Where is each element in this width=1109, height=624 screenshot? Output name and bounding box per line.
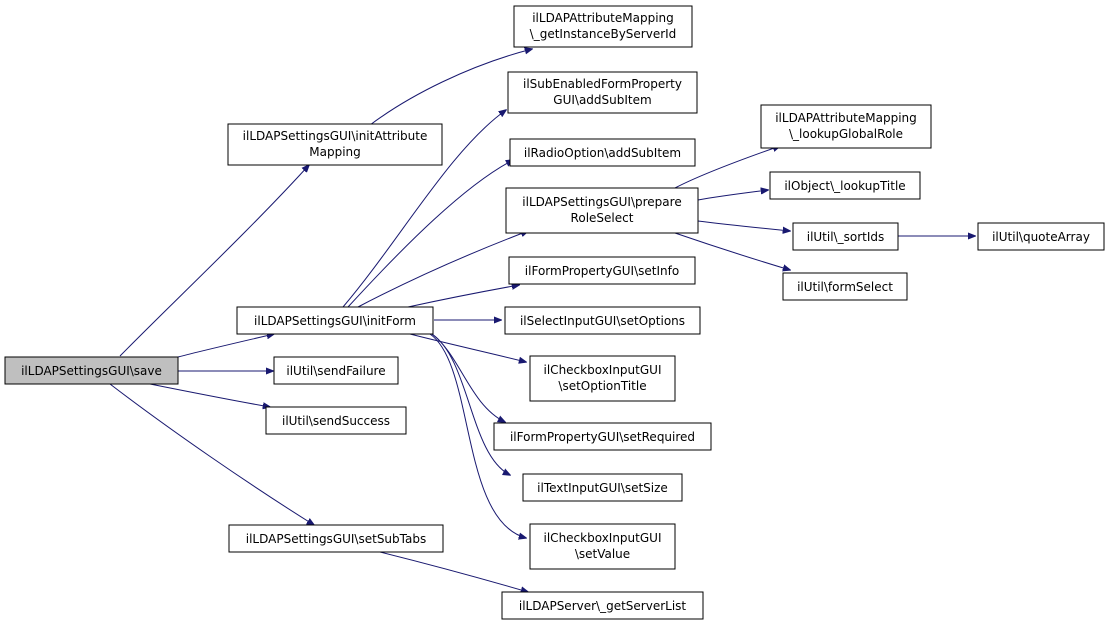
node-send-success-label: ilUtil\sendSuccess: [282, 414, 390, 428]
node-get-instance-by-server-id-label-2: \_getInstanceByServerId: [530, 27, 677, 41]
node-sub-enabled-add-sub-item-label-2: GUI\addSubItem: [553, 93, 651, 107]
edge-init-form-to-set-info: [407, 285, 519, 308]
node-get-server-list-label: ilLDAPServer\_getServerList: [519, 599, 687, 613]
edge-save-to-send-success: [149, 383, 270, 407]
node-init-attribute-mapping[interactable]: ilLDAPSettingsGUI\initAttribute Mapping: [227, 123, 443, 166]
node-prepare-role-select-label-1: ilLDAPSettingsGUI\prepare: [522, 195, 681, 209]
node-init-attribute-mapping-label-1: ilLDAPSettingsGUI\initAttribute: [243, 129, 428, 143]
edge-prepare-role-select-to-form-select: [674, 232, 790, 270]
node-prepare-role-select-label-2: RoleSelect: [571, 211, 634, 225]
node-set-sub-tabs-label: ilLDAPSettingsGUI\setSubTabs: [246, 532, 426, 546]
node-set-sub-tabs[interactable]: ilLDAPSettingsGUI\setSubTabs: [228, 524, 444, 553]
node-sort-ids-label: ilUtil\_sortIds: [807, 230, 885, 244]
node-set-required-label: ilFormPropertyGUI\setRequired: [510, 430, 695, 444]
edge-init-form-to-set-value: [429, 333, 526, 538]
edge-save-to-init-attribute-mapping: [119, 165, 309, 357]
node-radio-option-add-sub-item[interactable]: ilRadioOption\addSubItem: [509, 138, 696, 167]
node-quote-array[interactable]: ilUtil\quoteArray: [977, 222, 1105, 251]
edge-prepare-role-select-to-sort-ids: [697, 220, 790, 231]
node-set-options[interactable]: ilSelectInputGUI\setOptions: [504, 306, 701, 335]
node-get-instance-by-server-id-label-1: ilLDAPAttributeMapping: [532, 11, 674, 25]
node-sub-enabled-add-sub-item[interactable]: ilSubEnabledFormProperty GUI\addSubItem: [507, 71, 698, 114]
node-save-label: ilLDAPSettingsGUI\save: [21, 364, 162, 378]
node-init-form-label: ilLDAPSettingsGUI\initForm: [254, 314, 416, 328]
edge-init-attribute-mapping-to-get-instance: [369, 49, 532, 126]
node-set-option-title[interactable]: ilCheckboxInputGUI \setOptionTitle: [529, 355, 676, 402]
edge-init-form-to-set-size: [431, 333, 510, 475]
edge-set-sub-tabs-to-get-server-list: [379, 551, 528, 592]
node-set-size[interactable]: ilTextInputGUI\setSize: [522, 473, 683, 502]
edge-prepare-role-select-to-lookup-global-role: [674, 146, 780, 189]
node-quote-array-label: ilUtil\quoteArray: [992, 230, 1090, 244]
node-set-option-title-label-2: \setOptionTitle: [558, 379, 646, 393]
node-set-info[interactable]: ilFormPropertyGUI\setInfo: [508, 256, 696, 285]
node-prepare-role-select[interactable]: ilLDAPSettingsGUI\prepare RoleSelect: [505, 187, 699, 234]
node-set-value-label-2: \setValue: [575, 547, 630, 561]
node-get-server-list[interactable]: ilLDAPServer\_getServerList: [501, 591, 704, 620]
node-lookup-title[interactable]: ilObject\_lookupTitle: [769, 171, 921, 200]
edge-save-to-set-sub-tabs: [109, 383, 314, 525]
edge-save-to-init-form: [177, 334, 274, 358]
node-set-size-label: ilTextInputGUI\setSize: [537, 481, 668, 495]
node-get-instance-by-server-id[interactable]: ilLDAPAttributeMapping \_getInstanceBySe…: [513, 5, 693, 48]
node-lookup-global-role-label-1: ilLDAPAttributeMapping: [775, 111, 917, 125]
node-lookup-global-role[interactable]: ilLDAPAttributeMapping \_lookupGlobalRol…: [760, 104, 932, 149]
node-set-info-label: ilFormPropertyGUI\setInfo: [525, 264, 679, 278]
nodes: ilLDAPSettingsGUI\save ilLDAPSettingsGUI…: [4, 5, 1105, 620]
node-lookup-title-label: ilObject\_lookupTitle: [784, 179, 905, 193]
node-save[interactable]: ilLDAPSettingsGUI\save: [4, 356, 179, 385]
node-sort-ids[interactable]: ilUtil\_sortIds: [792, 222, 899, 251]
node-sub-enabled-add-sub-item-label-1: ilSubEnabledFormProperty: [523, 77, 682, 91]
edge-init-form-to-set-required: [431, 333, 505, 422]
node-init-form[interactable]: ilLDAPSettingsGUI\initForm: [236, 306, 434, 335]
edges: [109, 49, 975, 592]
node-set-options-label: ilSelectInputGUI\setOptions: [520, 314, 685, 328]
edge-init-form-to-set-option-title: [409, 333, 526, 362]
node-form-select[interactable]: ilUtil\formSelect: [782, 272, 908, 301]
edge-prepare-role-select-to-lookup-title: [697, 190, 768, 201]
node-send-success[interactable]: ilUtil\sendSuccess: [265, 406, 407, 435]
node-set-required[interactable]: ilFormPropertyGUI\setRequired: [493, 422, 712, 451]
edge-init-form-to-add-sub-item-sef: [342, 110, 506, 308]
node-set-option-title-label-1: ilCheckboxInputGUI: [544, 363, 662, 377]
node-radio-option-add-sub-item-label: ilRadioOption\addSubItem: [524, 146, 681, 160]
node-send-failure[interactable]: ilUtil\sendFailure: [273, 356, 399, 385]
edge-init-form-to-add-sub-item-radio: [347, 160, 513, 308]
node-set-value-label-1: ilCheckboxInputGUI: [544, 531, 662, 545]
node-send-failure-label: ilUtil\sendFailure: [286, 364, 385, 378]
node-init-attribute-mapping-label-2: Mapping: [309, 145, 361, 159]
node-set-value[interactable]: ilCheckboxInputGUI \setValue: [529, 523, 676, 570]
node-form-select-label: ilUtil\formSelect: [797, 280, 893, 294]
edge-init-form-to-prepare-role-select: [357, 231, 528, 308]
node-lookup-global-role-label-2: \_lookupGlobalRole: [789, 127, 903, 141]
